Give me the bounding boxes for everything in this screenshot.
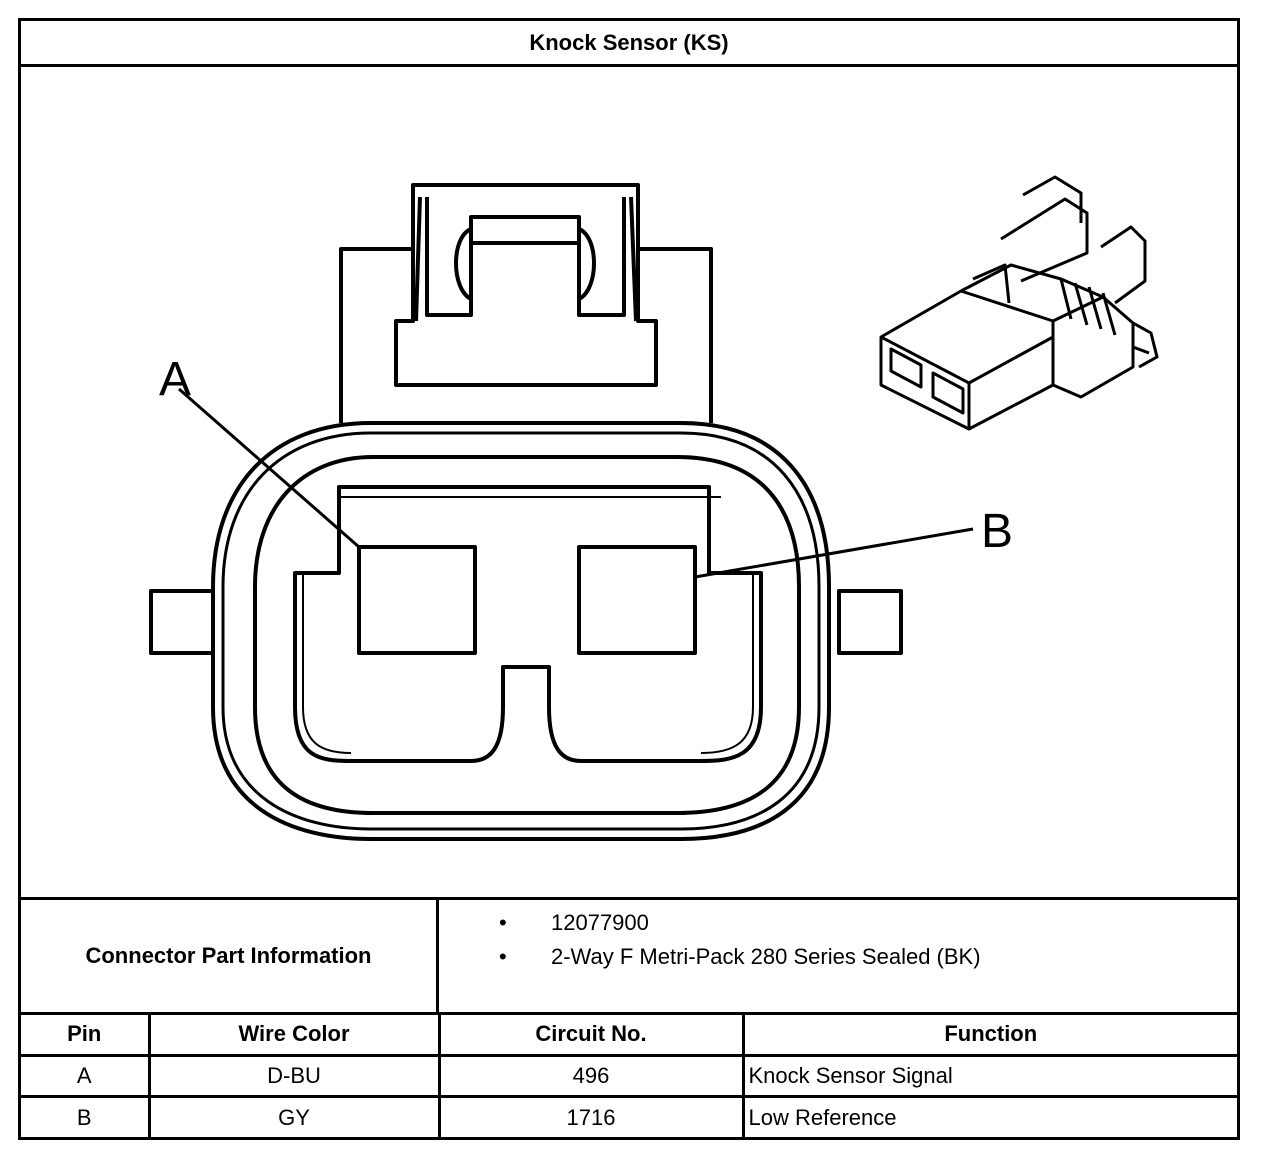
connector-info-label: Connector Part Information [21, 900, 439, 1012]
page-title: Knock Sensor (KS) [21, 21, 1237, 67]
bullet-icon: • [499, 910, 507, 935]
header-function: Function [741, 1015, 1237, 1057]
connector-diagram: A B [21, 67, 1237, 899]
diagram-frame: Knock Sensor (KS) [18, 18, 1240, 1140]
pin-label-b: B [981, 505, 1013, 558]
header-pin: Pin [21, 1015, 151, 1057]
connector-face-icon: A B [149, 175, 1159, 841]
cell-circuit: 496 [437, 1053, 745, 1099]
cell-wire-color: D-BU [147, 1053, 441, 1099]
table-row: A D-BU 496 Knock Sensor Signal [21, 1053, 1237, 1099]
cell-pin: A [21, 1053, 151, 1099]
pin-table: Pin Wire Color Circuit No. Function A D-… [21, 1015, 1237, 1137]
header-wire-color: Wire Color [147, 1015, 441, 1057]
list-item: • 2-Way F Metri-Pack 280 Series Sealed (… [499, 944, 981, 970]
header-circuit: Circuit No. [437, 1015, 745, 1057]
pin-label-a: A [159, 353, 191, 406]
connector-info-list: • 12077900 • 2-Way F Metri-Pack 280 Seri… [439, 900, 1237, 1012]
connector-part-information: Connector Part Information • 12077900 • … [21, 897, 1237, 1015]
connector-description: 2-Way F Metri-Pack 280 Series Sealed (BK… [551, 944, 981, 969]
list-item: • 12077900 [499, 910, 649, 936]
table-header-row: Pin Wire Color Circuit No. Function [21, 1015, 1237, 1057]
bullet-icon: • [499, 944, 507, 969]
cell-function: Low Reference [741, 1095, 1237, 1137]
cell-function: Knock Sensor Signal [741, 1053, 1237, 1099]
cell-pin: B [21, 1095, 151, 1137]
table-row: B GY 1716 Low Reference [21, 1095, 1237, 1137]
connector-3d-icon [879, 175, 1159, 431]
cell-circuit: 1716 [437, 1095, 745, 1137]
part-number: 12077900 [551, 910, 649, 935]
cell-wire-color: GY [147, 1095, 441, 1137]
